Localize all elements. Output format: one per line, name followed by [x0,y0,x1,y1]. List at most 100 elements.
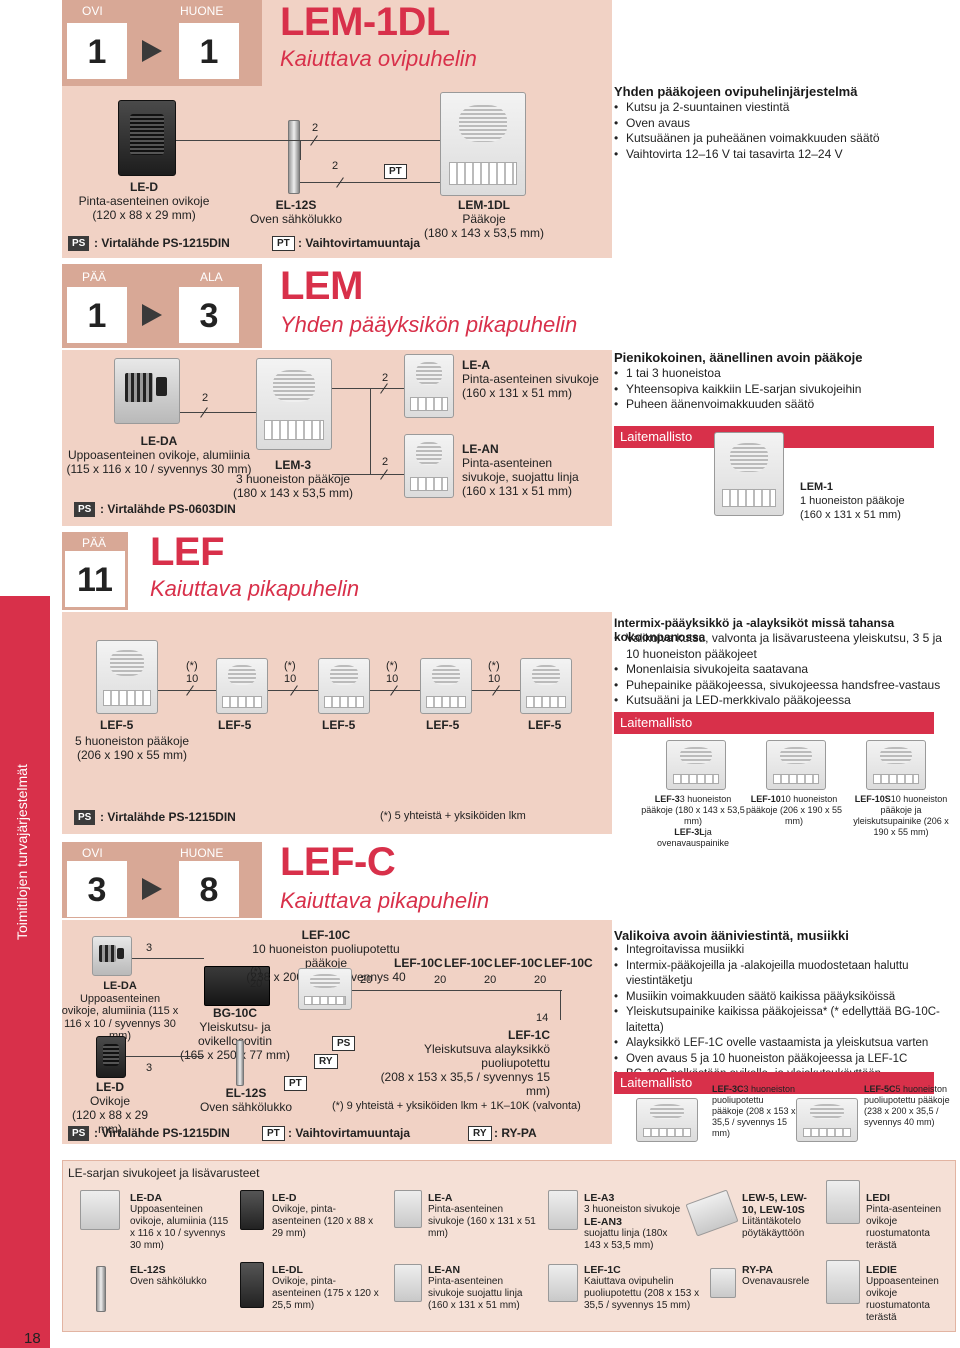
wire-count: 2 [382,456,389,468]
wire-star: (*) [488,660,500,672]
ps-badge: PS [74,502,96,517]
page-number: 18 [24,1330,41,1347]
section1-title: LEM-1DL [280,0,450,44]
lef5-device-image [318,658,370,714]
section2-info-title: Pienikokoinen, äänellinen avoin pääkoje [614,350,863,365]
lef3-device-image [666,740,726,790]
lef5c-label: LEF-5C5 huoneiston puoliupotettu pääkoje… [864,1084,950,1127]
laitemallisto-heading: Laitemallisto [614,712,934,734]
unit-label: LEF-5 [322,718,356,732]
lea-device-image [404,354,454,418]
section4-title: LEF-C [280,840,396,884]
lem3-device-image [256,358,332,450]
wire-count: 10 [186,673,199,685]
count-main: 1 [66,286,128,344]
lef3c-label: LEF-3C3 huoneiston puoliupotettu pääkoje… [712,1084,796,1138]
le-a3-thumb [548,1190,578,1230]
lef10-label: LEF-1010 huoneiston pääkoje (206 x 190 x… [745,794,843,826]
wire-count: 20 [434,974,447,986]
le-a-thumb [394,1190,422,1228]
wire-star: (*) [186,660,198,672]
ps-badge: PS [332,1036,356,1051]
feature-item: Valikoiva kutsu, valvonta ja lisävaruste… [614,631,956,662]
section4-subtitle: Kaiuttava pikapuhelin [280,888,490,913]
le-dl-thumb [240,1262,264,1308]
feature-item: Kutsu ja 2-suuntainen viestintä [614,100,954,116]
bg10c-device-image [204,966,270,1006]
section1-subtitle: Kaiuttava ovipuhelin [280,46,477,71]
ledie-thumb [826,1260,860,1304]
lef5-device-image [420,658,472,714]
pt-badge: PT [262,1126,285,1141]
wire-count: 20 [534,974,547,986]
wire-line [352,990,562,991]
sub-unit-label: LEF-10C [444,956,493,970]
pt-badge: PT [284,1076,307,1091]
lef3c-device-image [636,1098,698,1142]
lef10c-device-image [298,968,352,1010]
wire-count: 20 [360,974,373,986]
arrow-icon [142,304,162,326]
pt-badge: PT [272,236,295,251]
wire-line [126,1056,204,1057]
wire-line [300,140,301,160]
feature-item: Vaihtovirta 12–16 V tai tasavirta 12–24 … [614,147,954,163]
le-d-device-image [118,100,176,176]
tab-ovi: OVI [82,846,103,860]
count-main: 11 [64,550,126,608]
wire-line [560,990,561,1020]
wire-count: 14 [536,1012,549,1024]
wire-count: 10 [386,673,399,685]
sidebar-label: Toimitilojen turvajärjestelmät [14,764,30,940]
lef5-device-image [216,658,268,714]
feature-item: Kutsuäänen ja puheäänen voimakkuuden sää… [614,131,954,147]
unit-label: LEF-5 [218,718,252,732]
lef10s-device-image [866,740,926,790]
wire-footnote: (*) 5 yhteistä + yksiköiden lkm [380,810,526,822]
section2-title: LEM [280,264,363,308]
lem1dl-device-image [440,92,526,196]
pt-badge: PT [384,164,407,179]
feature-item: Musiikin voimakkuuden säätö kaikissa pää… [614,990,956,1006]
feature-item: Yleiskutsupainike kaikissa pääkojeissa* … [614,1005,956,1036]
wire-line [332,474,404,475]
lef5-device-image [96,640,158,714]
lef10-device-image [766,740,826,790]
section4-feature-list: Integroitavissa musiikki Intermix-pääkoj… [614,943,956,1083]
feature-item: Yhteensopiva kaikkiin LE-sarjan sivukoje… [614,382,954,398]
wire-count: 20 [484,974,497,986]
wire-line [132,958,204,959]
feature-item: Intermix-pääkojeilla ja -alakojeilla muo… [614,959,956,990]
wire-count: 10 [488,673,501,685]
section3-feature-list: Valikoiva kutsu, valvonta ja lisävaruste… [614,631,956,709]
el12s-thumb [96,1266,106,1312]
tab-huone: HUONE [180,846,224,860]
feature-item: Alayksikkö LEF-1C ovelle vastaamista ja … [614,1036,956,1052]
unit-label: LEF-5 [528,718,562,732]
ps-power-note: : Virtalähde PS-0603DIN [100,502,236,516]
sidebar-band [0,596,50,1348]
tab-ovi: OVI [82,4,103,18]
count-rooms: 8 [178,860,240,918]
tab-paa: PÄÄ [82,270,107,284]
section2-subtitle: Yhden pääyksikön pikapuhelin [280,312,578,337]
tab-paa: PÄÄ [82,536,107,550]
lef5-main-desc: 5 huoneiston pääkoje(206 x 190 x 55 mm) [74,734,190,762]
section4-info-title: Valikoiva avoin ääniviestintä, musiikki [614,928,849,943]
el12s-lock-image [236,1040,244,1086]
le-d-thumb [240,1190,264,1230]
